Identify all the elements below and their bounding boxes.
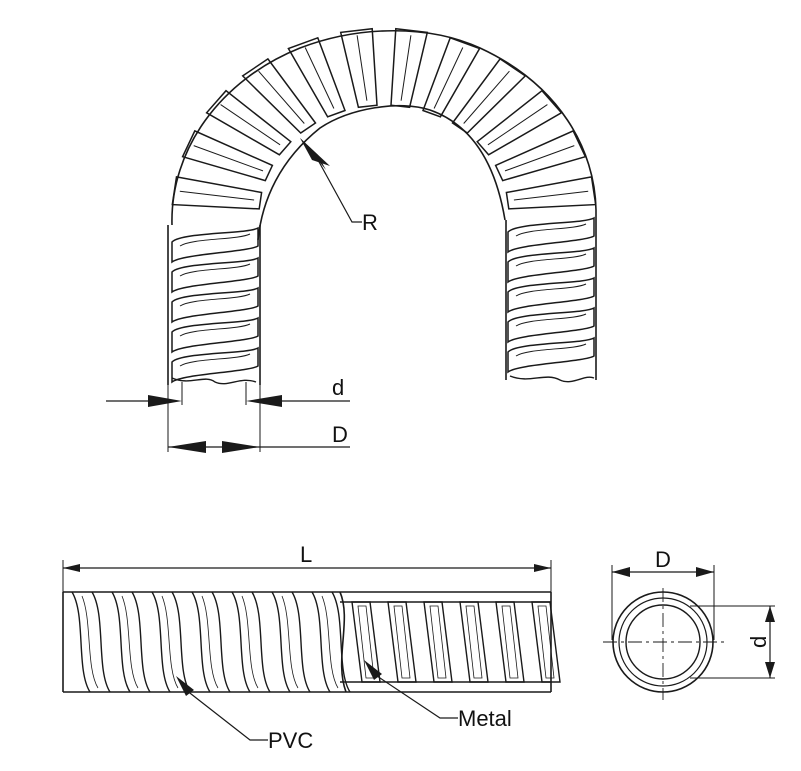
spiral-ring bbox=[171, 286, 259, 324]
bend-ring bbox=[476, 89, 563, 156]
spiral-ring-inner bbox=[179, 353, 251, 367]
bend-ring-line bbox=[304, 47, 335, 109]
pvc-rib-inner bbox=[321, 595, 339, 689]
radius-label: R bbox=[362, 210, 378, 235]
spiral-ring bbox=[171, 316, 259, 354]
bend-ring bbox=[181, 129, 274, 182]
bend-ring bbox=[241, 57, 317, 134]
bent-hose-dimensions: d D bbox=[106, 375, 350, 453]
bend-ring-line bbox=[179, 190, 255, 201]
spiral-ring bbox=[507, 246, 595, 284]
bend-ring bbox=[505, 176, 597, 210]
pvc-rib bbox=[291, 591, 311, 693]
pvc-rib bbox=[111, 591, 131, 693]
spiral-ring-inner bbox=[515, 253, 587, 267]
pvc-rib-inner bbox=[81, 595, 99, 689]
metal-ribs bbox=[351, 601, 561, 683]
spiral-ring-inner bbox=[179, 293, 251, 307]
length-label: L bbox=[300, 542, 312, 567]
cross-section-drawing: D d bbox=[603, 547, 775, 700]
spiral-ring-inner bbox=[515, 283, 587, 297]
metal-rib bbox=[387, 601, 417, 683]
metal-rib bbox=[351, 601, 381, 683]
metal-rib bbox=[459, 601, 489, 683]
right-leg-rings bbox=[507, 216, 595, 374]
bend-ring-line bbox=[220, 104, 281, 146]
inner-diameter-label: d bbox=[332, 375, 344, 400]
pvc-rib bbox=[191, 591, 211, 693]
pvc-rib bbox=[71, 591, 91, 693]
section-outer-label: D bbox=[655, 547, 671, 572]
bend-ring bbox=[171, 176, 263, 210]
spiral-ring bbox=[507, 216, 595, 254]
radius-leader: R bbox=[300, 138, 378, 235]
bend-ring bbox=[390, 27, 429, 109]
spiral-ring-inner bbox=[515, 223, 587, 237]
metal-label: Metal bbox=[458, 706, 512, 731]
pvc-rib bbox=[251, 591, 271, 693]
bend-ring bbox=[339, 27, 378, 109]
metal-rib bbox=[495, 601, 525, 683]
pvc-rib-inner bbox=[281, 595, 299, 689]
bend-ring-line bbox=[193, 145, 264, 172]
left-leg-rings bbox=[171, 226, 259, 384]
spiral-ring bbox=[171, 256, 259, 294]
spiral-ring-inner bbox=[179, 263, 251, 277]
pvc-rib bbox=[271, 591, 291, 693]
pvc-rib-inner bbox=[121, 595, 139, 689]
pvc-label: PVC bbox=[268, 728, 313, 753]
spiral-ring bbox=[171, 226, 259, 264]
pvc-rib bbox=[231, 591, 251, 693]
spiral-ring bbox=[507, 306, 595, 344]
metal-rib-inner bbox=[537, 605, 555, 679]
metal-rib bbox=[531, 601, 561, 683]
bent-hose-drawing bbox=[167, 27, 597, 385]
bend-ring-line bbox=[258, 70, 305, 124]
outer-diameter-label: D bbox=[332, 422, 348, 447]
pvc-rib bbox=[91, 591, 111, 693]
metal-rib bbox=[423, 601, 453, 683]
metal-rib-inner bbox=[393, 605, 411, 679]
bend-ring-line bbox=[504, 145, 575, 172]
metal-rib-inner bbox=[501, 605, 519, 679]
spiral-ring bbox=[507, 336, 595, 374]
pvc-ribs bbox=[71, 591, 351, 693]
bend-ring-line bbox=[487, 104, 548, 146]
bend-ring-line bbox=[513, 190, 589, 201]
bend-rings bbox=[171, 27, 597, 210]
bend-ring bbox=[451, 57, 527, 134]
section-inner-label: d bbox=[746, 636, 771, 648]
spiral-ring bbox=[507, 276, 595, 314]
bend-ring-line bbox=[463, 70, 510, 124]
spiral-ring-inner bbox=[179, 323, 251, 337]
pvc-rib-inner bbox=[201, 595, 219, 689]
pvc-rib bbox=[311, 591, 331, 693]
spiral-ring-inner bbox=[515, 343, 587, 357]
spiral-ring-inner bbox=[179, 233, 251, 247]
bend-ring bbox=[205, 89, 292, 156]
pvc-rib bbox=[171, 591, 191, 693]
bend-ring-line bbox=[400, 35, 412, 101]
spiral-ring bbox=[171, 346, 259, 384]
pvc-rib-inner bbox=[241, 595, 259, 689]
pvc-rib bbox=[131, 591, 151, 693]
bend-ring-line bbox=[356, 35, 368, 101]
pvc-rib-inner bbox=[161, 595, 179, 689]
pvc-rib bbox=[331, 591, 351, 693]
straight-hose-drawing: L PVC Metal bbox=[62, 542, 561, 753]
spiral-ring-inner bbox=[515, 313, 587, 327]
bend-ring bbox=[494, 129, 587, 182]
pvc-rib bbox=[211, 591, 231, 693]
metal-rib-inner bbox=[465, 605, 483, 679]
bend-ring bbox=[422, 36, 481, 118]
bend-ring-line bbox=[433, 47, 464, 109]
bend-ring bbox=[287, 36, 346, 118]
metal-rib-inner bbox=[429, 605, 447, 679]
pvc-rib bbox=[151, 591, 171, 693]
